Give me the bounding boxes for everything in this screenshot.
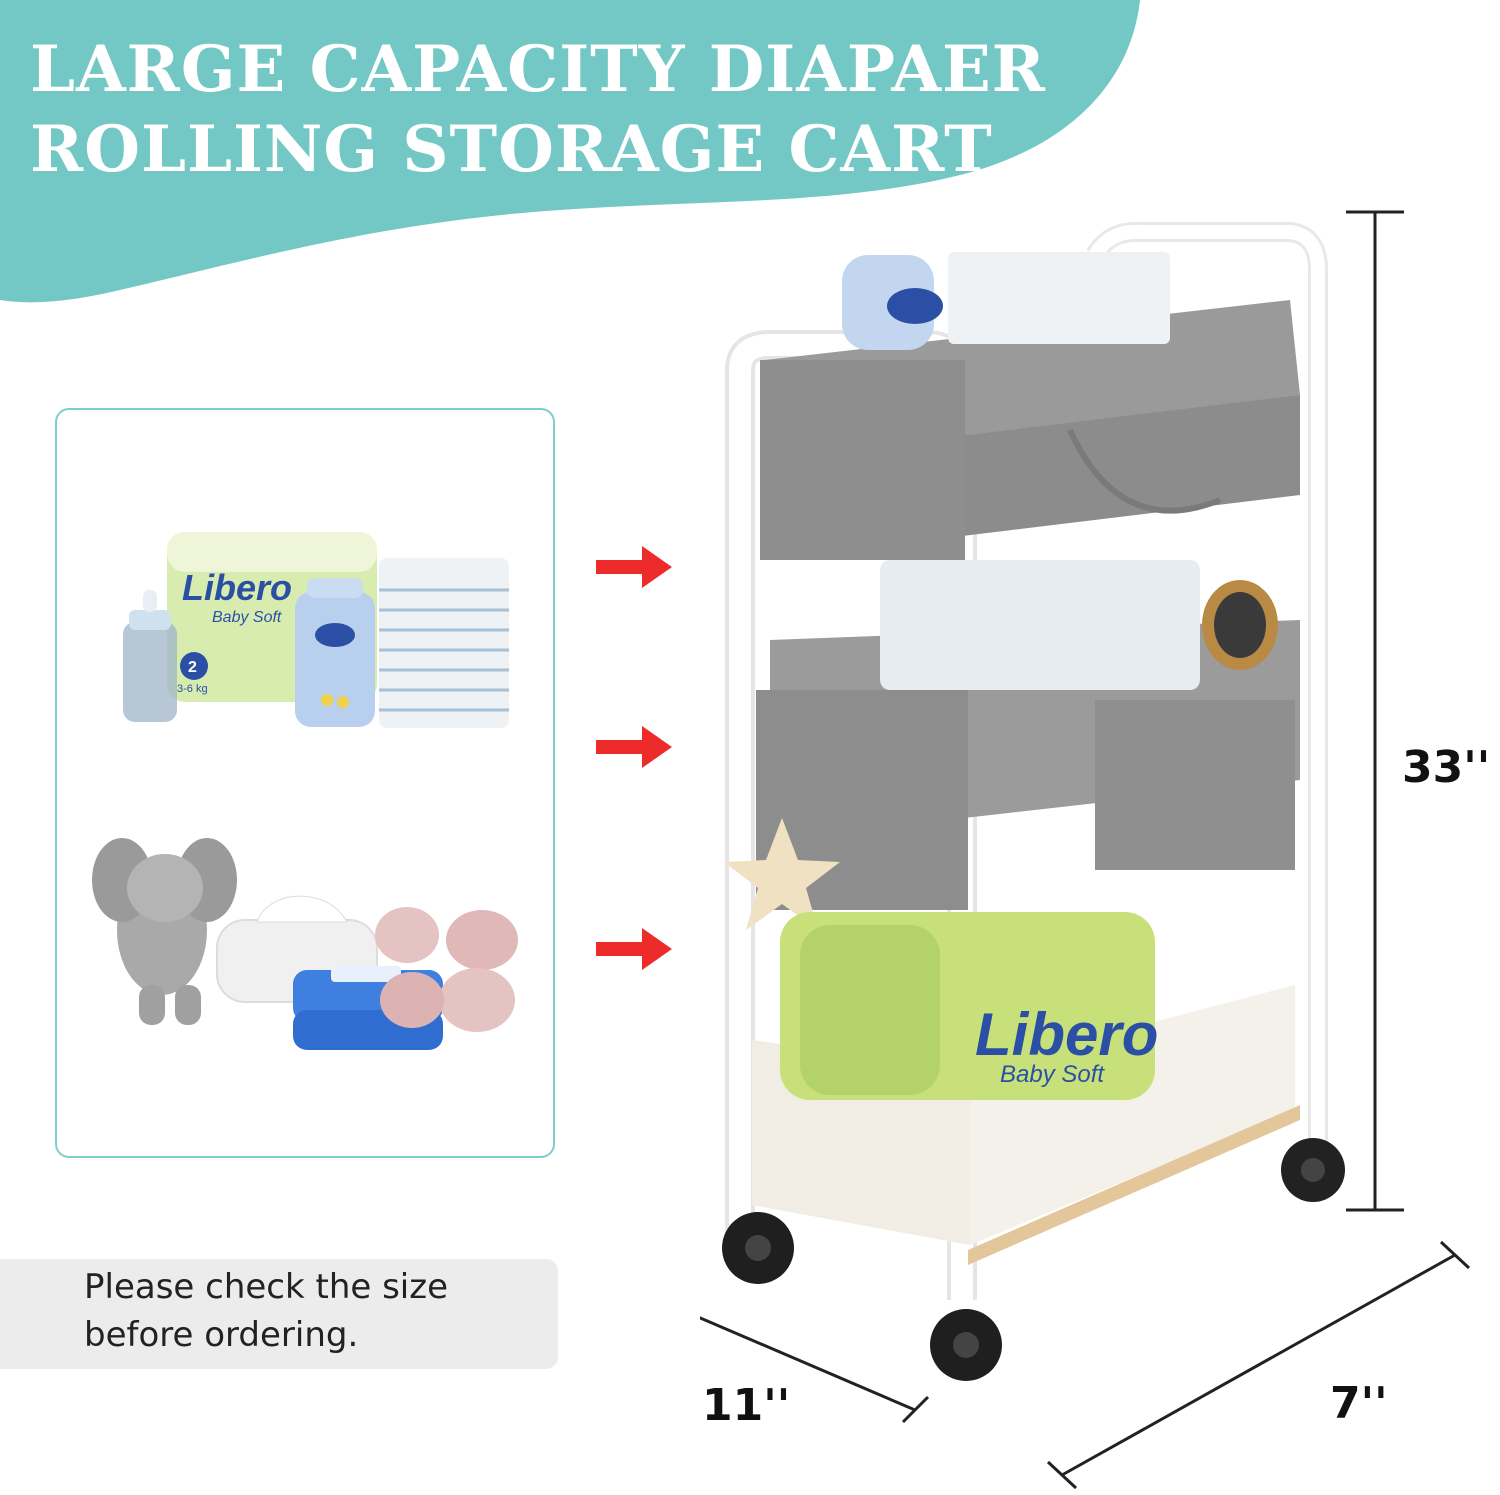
powder-bottle-image bbox=[295, 578, 375, 727]
banner-title-line-2: ROLLING STORAGE CART bbox=[30, 112, 993, 187]
size-note-line-2: before ordering. bbox=[84, 1315, 359, 1355]
storage-cart-illustration: Libero Baby Soft bbox=[700, 210, 1471, 1490]
rolled-towels-image bbox=[375, 907, 518, 1032]
basket-diaper-brand: Libero bbox=[975, 1001, 1158, 1068]
cart-wheels bbox=[722, 1138, 1345, 1381]
diaper-pack-sub: Baby Soft bbox=[212, 609, 282, 626]
arrow-right-icon bbox=[596, 546, 672, 588]
star-toy bbox=[724, 818, 840, 930]
depth-dimension-label: 7'' bbox=[1330, 1378, 1388, 1429]
top-bin bbox=[760, 252, 1300, 560]
middle-bin bbox=[724, 560, 1300, 930]
height-dimension-label: 33'' bbox=[1402, 742, 1491, 793]
contents-panel: Libero Baby Soft 2 3-6 kg bbox=[55, 408, 555, 1158]
title-banner bbox=[0, 0, 1140, 303]
contents-illustration: Libero Baby Soft 2 3-6 kg bbox=[92, 532, 518, 1050]
bottom-basket: Libero Baby Soft bbox=[752, 912, 1300, 1265]
arrow-right-icon bbox=[596, 726, 672, 768]
elephant-plush-image bbox=[92, 838, 237, 1025]
banner-shape bbox=[0, 0, 1140, 303]
baby-bottle-image bbox=[123, 590, 177, 722]
width-dimension-label: 11'' bbox=[702, 1380, 791, 1431]
banner-title: LARGE CAPACITY DIAPAER ROLLING STORAGE C… bbox=[30, 30, 1130, 190]
arrow-right-icon bbox=[596, 928, 672, 970]
diaper-pack-weight: 3-6 kg bbox=[177, 683, 208, 695]
folded-diapers-stack-image bbox=[379, 558, 509, 728]
size-note-line-1: Please check the size bbox=[84, 1267, 449, 1307]
dimension-lines bbox=[700, 210, 1471, 1490]
diaper-pack-size: 2 bbox=[188, 659, 197, 676]
diaper-pack-brand: Libero bbox=[182, 567, 292, 608]
basket-diaper-sub: Baby Soft bbox=[1000, 1061, 1105, 1088]
size-note: Please check the size before ordering. bbox=[0, 1259, 558, 1369]
banner-title-line-1: LARGE CAPACITY DIAPAER bbox=[30, 32, 1046, 107]
diaper-pack-image: Libero Baby Soft 2 3-6 kg bbox=[167, 532, 377, 702]
